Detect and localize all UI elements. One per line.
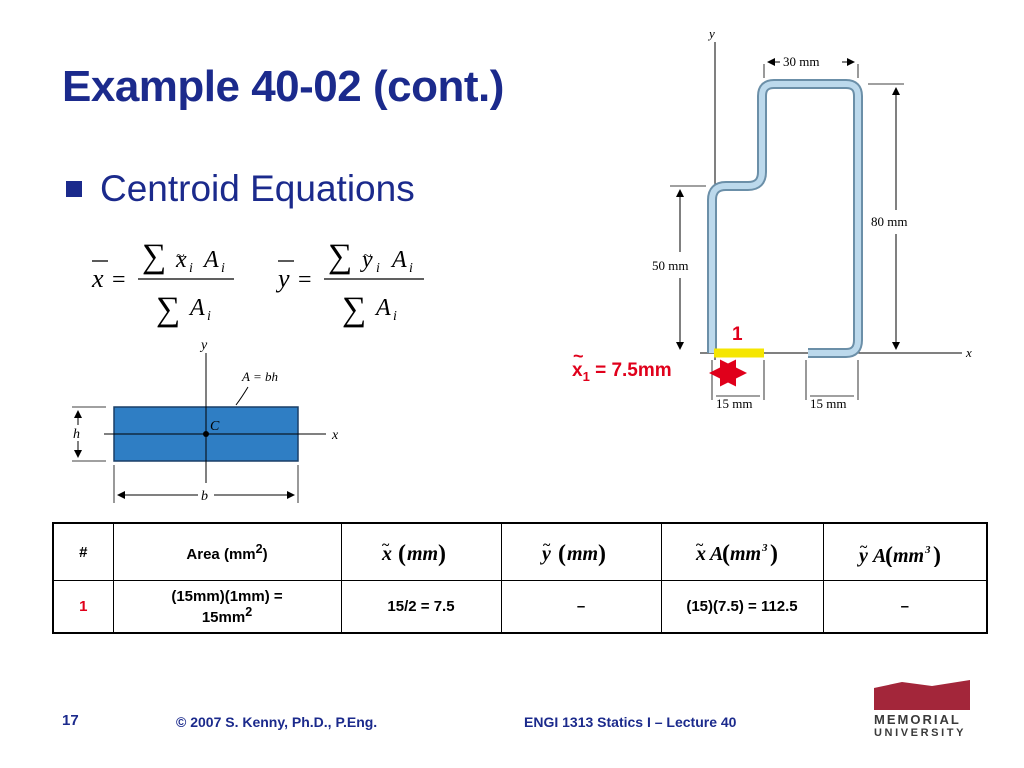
z-x-label: x: [965, 345, 972, 360]
x-bar-symbol: x: [91, 264, 104, 293]
b-label: b: [201, 489, 208, 504]
svg-text:A: A: [871, 545, 886, 567]
slide-title: Example 40-02 (cont.): [62, 62, 504, 111]
centroid-point: [203, 431, 209, 437]
sub-i-3: i: [207, 309, 211, 324]
svg-text:(: (: [398, 541, 406, 567]
centroid-label: C: [210, 419, 220, 434]
area-a-num-2: A: [390, 247, 407, 273]
svg-text:mm: mm: [893, 545, 924, 567]
dim-left-label: 50 mm: [652, 258, 688, 273]
x1-value: = 7.5mm: [589, 360, 672, 381]
svg-text:(: (: [558, 541, 566, 567]
area-a-den-2: A: [374, 295, 391, 321]
sum-symbol-den-1: ∑: [156, 291, 180, 328]
dim-bottom-left-label: 15 mm: [716, 396, 752, 411]
dim-bottom-right-label: 15 mm: [810, 396, 846, 411]
centroid-table: # Area (mm2) ~ x ( mm ) ~ y ( mm: [52, 522, 988, 634]
sum-symbol-num-1: ∑: [142, 238, 166, 275]
sub-i-2: i: [221, 261, 225, 276]
z-shape-figure: y x 30 mm 80 mm 50 mm 15 mm 15 mm 1: [652, 26, 972, 411]
sub-i-1: i: [189, 261, 193, 276]
table-row: 1 (15mm)(1mm) =15mm2 15/2 = 7.5 – (15)(7…: [52, 580, 988, 634]
svg-text:x: x: [381, 543, 392, 565]
svg-text:): ): [438, 541, 446, 567]
area-leader-line: [235, 386, 249, 406]
x1-value-label: x1 = 7.5mm: [572, 360, 672, 384]
header-x-tilde-area: ~ x A ( mm 3 ): [660, 522, 824, 581]
svg-text:~: ~: [860, 540, 868, 555]
tilde-x-num: ~: [176, 248, 185, 265]
bullet-text: Centroid Equations: [100, 168, 415, 209]
dim-top-label: 30 mm: [783, 54, 819, 69]
header-area: Area (mm2): [112, 522, 342, 581]
svg-text:x: x: [695, 543, 706, 565]
university-logo: MEMORIAL UNIVERSITY: [872, 678, 972, 742]
course-title: ENGI 1313 Statics I – Lecture 40: [524, 714, 737, 730]
segment-1-number: 1: [732, 324, 743, 345]
x-tilde-num: x: [175, 247, 187, 273]
svg-text:~: ~: [543, 538, 551, 553]
row-1-y: –: [500, 580, 662, 634]
centroid-equations: x = ∑ ~ x i A i ∑ A i y = ∑ ~ y i A i ∑ …: [91, 238, 424, 328]
bullet-item: Centroid Equations: [66, 168, 415, 210]
z-y-label: y: [707, 26, 715, 41]
slide-number: 17: [62, 712, 79, 729]
copyright-text: © 2007 S. Kenny, Ph.D., P.Eng.: [176, 714, 378, 730]
svg-text:~: ~: [696, 538, 704, 553]
equals-sign-2: =: [298, 267, 312, 293]
svg-text:(: (: [722, 541, 730, 567]
rectangle-figure: y x C A = bh h b: [70, 338, 339, 504]
svg-text:mm: mm: [567, 543, 598, 565]
sub-i-5: i: [409, 261, 413, 276]
header-x-tilde: ~ x ( mm ): [340, 522, 502, 581]
svg-text:): ): [598, 541, 606, 567]
row-1-area: (15mm)(1mm) =15mm2: [112, 580, 342, 634]
svg-text:mm: mm: [407, 543, 438, 565]
svg-text:3: 3: [924, 544, 931, 556]
z-rod-outline: [707, 79, 863, 358]
row-1-number: 1: [52, 580, 114, 634]
svg-text:y: y: [540, 543, 551, 565]
table-header-row: # Area (mm2) ~ x ( mm ) ~ y ( mm: [52, 522, 988, 581]
logo-shape-icon: [874, 680, 970, 710]
h-label: h: [73, 427, 80, 442]
row-1-x: 15/2 = 7.5: [340, 580, 502, 634]
svg-text:mm: mm: [730, 543, 761, 565]
rect-x-label: x: [331, 428, 339, 443]
svg-text:(: (: [885, 543, 893, 567]
sub-i-4: i: [376, 261, 380, 276]
y-tilde-num: y: [360, 247, 373, 273]
dim-height-label: 80 mm: [871, 214, 907, 229]
row-1-xa: (15)(7.5) = 112.5: [660, 580, 824, 634]
x1-sub: 1: [582, 368, 590, 384]
row-1-ya: –: [822, 580, 988, 634]
bullet-square-icon: [66, 181, 82, 197]
svg-text:3: 3: [761, 542, 768, 554]
sum-symbol-num-2: ∑: [328, 238, 352, 275]
area-a-den-1: A: [188, 295, 205, 321]
svg-text:A: A: [708, 543, 723, 565]
header-y-tilde-area: ~ y A ( mm 3 ): [822, 522, 988, 581]
header-number: #: [52, 522, 114, 581]
x1-x: x: [572, 360, 583, 381]
logo-text-line2: UNIVERSITY: [874, 727, 967, 739]
svg-text:): ): [770, 541, 778, 567]
area-formula-label: A = bh: [241, 369, 278, 384]
y-bar-symbol: y: [275, 264, 290, 293]
z-rod-shape: [709, 81, 861, 356]
logo-text-line1: MEMORIAL: [874, 712, 961, 727]
tilde-y-num: ~: [363, 248, 372, 265]
svg-text:~: ~: [382, 538, 390, 553]
rect-y-label: y: [199, 338, 208, 353]
sub-i-6: i: [393, 309, 397, 324]
header-y-tilde: ~ y ( mm ): [500, 522, 662, 581]
svg-text:y: y: [857, 545, 868, 567]
sum-symbol-den-2: ∑: [342, 291, 366, 328]
svg-text:): ): [933, 543, 941, 567]
area-a-num-1: A: [202, 247, 219, 273]
equals-sign-1: =: [112, 267, 126, 293]
